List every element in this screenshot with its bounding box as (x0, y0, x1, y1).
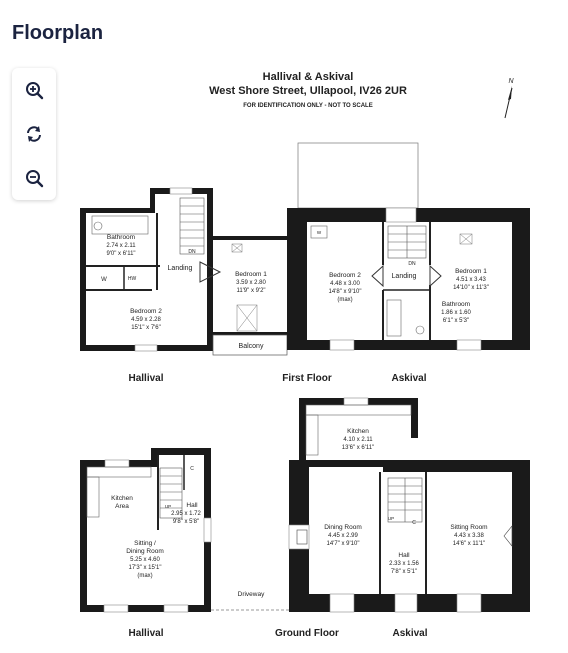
ground-floor-askival-label: Askival (392, 628, 427, 639)
hallival-bedroom1-block (212, 236, 288, 356)
askival-cupboard-label: C (412, 520, 416, 526)
hallival-bedroom2-metric: 4.59 x 2.28 (131, 317, 161, 323)
hallival-cupboard-label: C (190, 466, 194, 472)
hallival-landing-label: Landing (168, 265, 193, 272)
zoom-controls (12, 68, 56, 200)
hallival-bathroom-imperial: 9'0" x 6'11" (106, 251, 135, 257)
askival-bedroom2-metric: 4.48 x 3.00 (330, 281, 360, 287)
ground-floor-label: Ground Floor (275, 628, 339, 639)
hallival-bedroom1-metric: 3.59 x 2.80 (236, 280, 266, 286)
hallival-hall-imperial: 9'8" x 5'8" (173, 519, 199, 525)
hallival-kitchen-label: Kitchen (111, 495, 133, 502)
hallival-hall-label: Hall (186, 502, 198, 509)
askival-bedroom1-metric: 4.51 x 3.43 (456, 277, 486, 283)
plan-address: West Shore Street, Ullapool, IV26 2UR (209, 85, 407, 97)
askival-first-floor (287, 142, 530, 351)
hallival-kitchen-area: Area (115, 503, 129, 510)
askival-kitchen-label: Kitchen (347, 428, 369, 435)
askival-hall-label: Hall (398, 552, 410, 559)
plan-disclaimer: FOR IDENTIFICATION ONLY - NOT TO SCALE (243, 103, 372, 109)
askival-bedroom1-label: Bedroom 1 (455, 268, 487, 275)
askival-hall-metric: 2.33 x 1.56 (389, 561, 419, 567)
askival-sitting-imperial: 14'6" x 11'1" (453, 541, 485, 547)
hallival-hotwater-label: HW (128, 276, 137, 282)
askival-dining-label: Dining Room (324, 524, 362, 531)
askival-bedroom2-max: (max) (337, 297, 352, 303)
askival-bedroom2-label: Bedroom 2 (329, 272, 361, 279)
hallival-bedroom1-imperial: 11'9" x 9'2" (236, 288, 265, 294)
hallival-stairs-up: UP (165, 504, 171, 509)
plan-property-name: Hallival & Askival (263, 71, 354, 83)
hallival-sitting-imperial: 17'3" x 15'1" (129, 565, 162, 571)
hallival-sitting-max: (max) (137, 573, 152, 579)
hallival-hall-metric: 2.95 x 1.72 (171, 511, 201, 517)
askival-landing-label: Landing (392, 273, 417, 280)
north-arrow-icon (504, 86, 513, 119)
hallival-balcony-label: Balcony (239, 343, 264, 350)
hallival-bathroom-metric: 2.74 x 2.11 (106, 243, 136, 249)
askival-bedroom1-imperial: 14'10" x 11'3" (453, 285, 489, 291)
askival-kitchen-metric: 4.10 x 2.11 (343, 437, 373, 443)
askival-hall-imperial: 7'8" x 5'1" (391, 569, 417, 575)
askival-dining-imperial: 14'7" x 9'10" (327, 541, 360, 547)
page-title: Floorplan (12, 22, 104, 44)
askival-bathroom-label: Bathroom (442, 301, 470, 308)
askival-sitting-metric: 4.43 x 3.38 (454, 533, 484, 539)
askival-kitchen-imperial: 13'6" x 6'11" (342, 445, 374, 451)
hallival-ground-floor (80, 448, 212, 613)
askival-dining-metric: 4.45 x 2.99 (328, 533, 358, 539)
askival-stairs-up: UP (388, 516, 394, 521)
askival-ground-floor (288, 397, 530, 613)
askival-sitting-label: Sitting Room (450, 524, 487, 531)
ground-floor-hallival-label: Hallival (128, 628, 163, 639)
askival-stairs-down: DN (408, 261, 416, 267)
refresh-icon (27, 126, 41, 142)
hallival-first-floor (80, 187, 222, 352)
askival-bathroom-metric: 1.86 x 1.60 (441, 310, 471, 316)
hallival-sitting-label: Sitting / (134, 540, 156, 547)
hallival-bedroom2-label: Bedroom 2 (130, 308, 162, 315)
driveway-label: Driveway (238, 591, 265, 598)
reset-zoom-button[interactable] (12, 112, 56, 156)
first-floor-askival-label: Askival (391, 373, 426, 384)
hallival-stairs-down: DN (188, 249, 196, 255)
zoom-in-button[interactable] (12, 68, 56, 112)
askival-bathroom-imperial: 6'1" x 5'3" (443, 318, 469, 324)
askival-bedroom2-imperial: 14'8" x 9'10" (329, 289, 362, 295)
zoom-out-icon (26, 170, 44, 188)
hallival-bedroom2-imperial: 15'1" x 7'6" (131, 325, 161, 331)
hallival-bathroom-label: Bathroom (107, 234, 135, 241)
first-floor-hallival-label: Hallival (128, 373, 163, 384)
hallival-dining-label: Dining Room (126, 548, 164, 555)
hallival-sitting-metric: 5.25 x 4.60 (130, 557, 160, 563)
zoom-in-icon (26, 82, 44, 100)
hallival-wardrobe-label: W (101, 277, 107, 283)
first-floor-label: First Floor (282, 373, 332, 384)
north-label: N (508, 78, 514, 85)
hallival-bedroom1-label: Bedroom 1 (235, 271, 267, 278)
zoom-out-button[interactable] (12, 156, 56, 200)
askival-wardrobe-label: W (317, 230, 322, 235)
